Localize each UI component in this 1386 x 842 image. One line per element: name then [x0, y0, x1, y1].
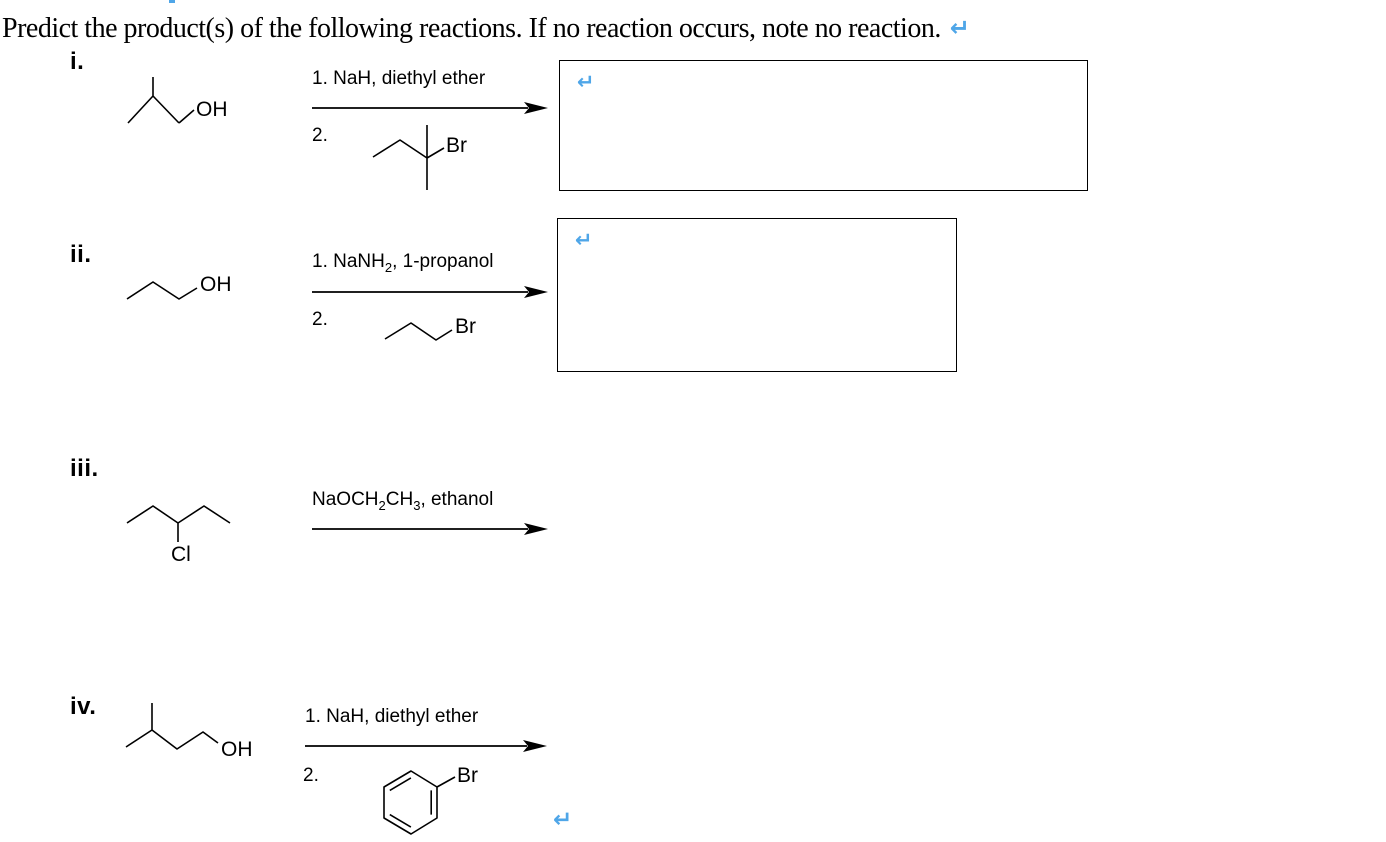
conditions-ii-step1-text: , 1-propanol — [392, 251, 494, 272]
structure-bromobenzene: Br — [383, 764, 478, 835]
conditions-iii: NaOCH2CH3, ethanol — [312, 489, 493, 517]
structure-2-bromo-2-methylbutane: Br — [372, 125, 467, 190]
atom-label-br: Br — [457, 764, 478, 787]
conditions-ii-step1: 1. NaNH2, 1-propanol — [312, 251, 494, 279]
reaction-label-iii: iii. — [70, 455, 99, 482]
conditions-iv-step2-prefix: 2. — [303, 765, 319, 786]
conditions-i-step1: 1. NaH, diethyl ether — [312, 68, 486, 89]
reaction-label-ii: ii. — [70, 241, 92, 268]
reaction-arrow-iv — [305, 740, 547, 752]
subscript: 2 — [384, 259, 393, 275]
reaction-arrow-iii — [312, 523, 548, 535]
title-text: Predict the product(s) of the following … — [2, 13, 941, 44]
line-break-mark-icon: ↵ — [577, 70, 595, 94]
line-break-mark-icon: ↵ — [553, 807, 573, 833]
conditions-iv-step1: 1. NaH, diethyl ether — [305, 706, 479, 727]
atom-label-oh: OH — [200, 273, 232, 296]
line-break-mark-icon: ↵ — [949, 14, 970, 42]
answer-box-i[interactable]: ↵ — [559, 60, 1088, 191]
atom-label-oh: OH — [221, 738, 253, 761]
reaction-arrow-i — [312, 102, 548, 114]
conditions-ii-step1-text: 1. NaNH — [312, 251, 385, 272]
line-break-mark-icon: ↵ — [575, 228, 593, 252]
structure-3-chloropentane: Cl — [126, 505, 231, 566]
answer-box-ii[interactable]: ↵ — [557, 218, 957, 372]
conditions-i-step2-prefix: 2. — [312, 125, 328, 146]
conditions-iii-text: CH — [385, 489, 414, 510]
page-title: Predict the product(s) of the following … — [2, 12, 970, 46]
atom-label-oh: OH — [196, 98, 228, 121]
structure-1-bromopropane: Br — [384, 315, 476, 341]
atom-label-cl: Cl — [171, 543, 191, 566]
reaction-label-iv: iv. — [70, 693, 97, 720]
subscript: 3 — [413, 497, 421, 513]
clipped-blue-mark — [169, 0, 175, 3]
structure-2-methyl-1-propanol: OH — [127, 77, 228, 124]
reaction-arrow-ii — [312, 286, 548, 298]
reaction-label-i: i. — [70, 48, 85, 75]
atom-label-br: Br — [455, 315, 476, 338]
conditions-ii-step2-prefix: 2. — [312, 309, 328, 330]
conditions-iii-text: , ethanol — [420, 489, 494, 510]
structure-3-methyl-1-butanol: OH — [125, 703, 253, 761]
conditions-iii-text: NaOCH — [312, 489, 379, 510]
subscript: 2 — [378, 497, 386, 513]
structure-1-propanol: OH — [126, 273, 232, 300]
atom-label-br: Br — [446, 134, 467, 157]
